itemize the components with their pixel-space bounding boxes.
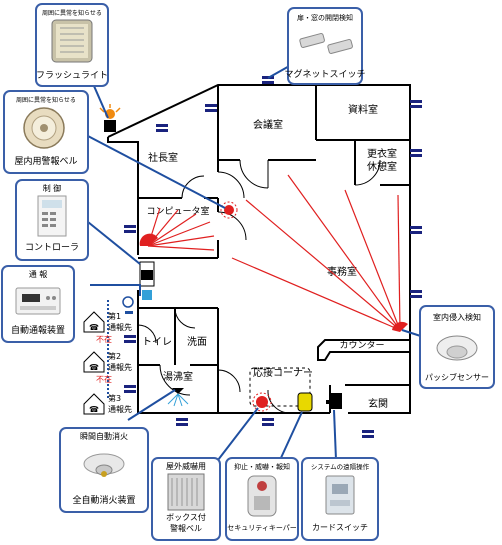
- contact-1-status: 不在: [96, 334, 112, 344]
- room-washroom: 洗面: [187, 336, 207, 348]
- outdoor-bell-icon: [252, 392, 272, 412]
- passive-sensor-image: [436, 335, 478, 361]
- house-icon: [83, 393, 105, 415]
- window-marker-icon: [410, 149, 422, 157]
- house-icon: [83, 311, 105, 333]
- room-reception: 応接コーナー: [253, 366, 313, 379]
- keeper-caption: 抑止・威嚇・報知: [234, 462, 290, 471]
- controller-label: コントローラ: [25, 242, 79, 253]
- telephone-line-icon: [122, 296, 134, 314]
- fire-ext-caption: 瞬間自動消火: [80, 431, 128, 441]
- callout-controller: 制 御 コントローラ: [15, 179, 89, 261]
- contact-1: ☎ 第1 通報先 不在: [83, 311, 132, 344]
- indoor-bell-caption: 周囲に異常を知らせる: [16, 96, 76, 104]
- outdoor-bell-image: [167, 473, 205, 511]
- leader-lines: [85, 59, 434, 461]
- card-switch-image: [325, 475, 355, 515]
- computer-room-sensor-icon: [139, 233, 158, 246]
- flash-light-image: [51, 19, 93, 63]
- controller-image: [37, 195, 67, 237]
- alarm-dot-icon: [220, 201, 238, 219]
- computer-room-sensor-rays: [139, 207, 215, 251]
- outdoor-bell-caption: 屋外威嚇用: [166, 461, 206, 471]
- room-labels: 会議室 資料室 社長室 更衣室 休憩室 コンピュータ室 事務室 トイレ 洗面 湯…: [142, 103, 397, 410]
- callout-flash-light: 周囲に異常を知らせる フラッシュライト: [35, 3, 109, 87]
- passive-sensor-label: パッシブセンサー: [425, 372, 489, 382]
- card-switch-label: カードスイッチ: [312, 523, 368, 532]
- callout-indoor-bell: 周囲に異常を知らせる 屋内用警報ベル: [3, 90, 89, 174]
- room-president: 社長室: [148, 151, 178, 164]
- svg-text:☎: ☎: [89, 323, 99, 332]
- magnet-switch-image: [299, 32, 353, 54]
- room-changing: 更衣室: [367, 147, 397, 160]
- window-marker-icon: [410, 290, 422, 298]
- indoor-bell-image: [23, 107, 65, 149]
- contact-1-line2: 通報先: [108, 322, 132, 332]
- window-marker-icon: [156, 124, 168, 132]
- window-marker-icon: [124, 225, 136, 233]
- callout-fire-extinguisher: 瞬間自動消火 全自動消火装置: [59, 427, 149, 513]
- room-entrance: 玄関: [368, 397, 388, 410]
- window-marker-icon: [262, 418, 274, 426]
- indoor-bell-label: 屋内用警報ベル: [14, 155, 77, 167]
- callout-passive-sensor: 室内侵入検知 パッシブセンサー: [419, 305, 495, 389]
- callout-card-switch: システムの遠隔操作 カードスイッチ: [301, 457, 379, 541]
- magnet-switch-caption: 扉・窓の開閉検知: [297, 13, 353, 22]
- svg-text:☎: ☎: [89, 363, 99, 372]
- callout-security-keeper: 抑止・威嚇・報知 セキュリティキーパー: [225, 457, 299, 541]
- contact-2-line1: 第2: [108, 351, 121, 361]
- room-archive: 資料室: [348, 103, 378, 116]
- office-sensor-rays: [231, 174, 408, 332]
- keeper-label: セキュリティキーパー: [227, 524, 297, 532]
- card-switch-icon: [326, 393, 342, 409]
- svg-text:☎: ☎: [89, 405, 99, 414]
- magnet-switch-label: マグネットスイッチ: [284, 68, 365, 80]
- flash-light-caption: 周囲に異常を知らせる: [42, 9, 102, 17]
- callout-outdoor-bell: 屋外威嚇用 ボックス付 警報ベル: [151, 457, 221, 541]
- card-switch-caption: システムの遠隔操作: [311, 462, 370, 471]
- outdoor-bell-label-1: ボックス付: [166, 512, 206, 522]
- house-icon: [83, 351, 105, 373]
- room-toilet: トイレ: [142, 337, 172, 348]
- floor-plan: [107, 84, 411, 414]
- flash-light-label: フラッシュライト: [36, 70, 108, 81]
- office-sensor-icon: [392, 321, 408, 332]
- auto-notify-label: 自動通報装置: [11, 324, 65, 336]
- fire-extinguisher-image: [83, 453, 125, 477]
- room-rest: 休憩室: [367, 160, 397, 173]
- window-marker-icon: [176, 418, 188, 426]
- contact-3: ☎ 第3 通報先: [83, 393, 132, 415]
- window-marker-icon: [410, 226, 422, 234]
- contact-3-line2: 通報先: [108, 404, 132, 414]
- controller-caption: 制 御: [43, 183, 62, 193]
- auto-notify-image: [15, 287, 61, 315]
- contact-3-line1: 第3: [108, 393, 121, 403]
- fire-ext-label: 全自動消火装置: [72, 494, 135, 506]
- contact-1-line1: 第1: [108, 311, 121, 321]
- window-marker-icon: [205, 104, 217, 112]
- sprinkler-icon: [167, 388, 189, 407]
- outdoor-bell-label-2: 警報ベル: [170, 523, 202, 533]
- contact-2: ☎ 第2 通報先 不在: [83, 351, 132, 384]
- window-marker-icon: [124, 335, 136, 343]
- room-meeting: 会議室: [253, 118, 283, 131]
- auto-notify-caption: 通 報: [29, 269, 48, 279]
- keeper-image: [247, 475, 277, 517]
- contact-2-line2: 通報先: [108, 362, 132, 372]
- window-marker-icon: [124, 385, 136, 393]
- callout-magnet-switch: 扉・窓の開閉検知 マグネットスイッチ: [284, 7, 366, 85]
- room-counter: カウンター: [339, 340, 384, 351]
- contact-2-status: 不在: [96, 374, 112, 384]
- window-marker-icon: [410, 100, 422, 108]
- window-marker-icon: [362, 430, 374, 438]
- passive-sensor-caption: 室内侵入検知: [433, 312, 481, 322]
- callout-auto-notify: 通 報 自動通報装置: [1, 265, 75, 343]
- security-keeper-icon: [297, 392, 313, 412]
- room-kitchen: 湯沸室: [163, 370, 193, 383]
- room-computer: コンピュータ室: [146, 205, 209, 217]
